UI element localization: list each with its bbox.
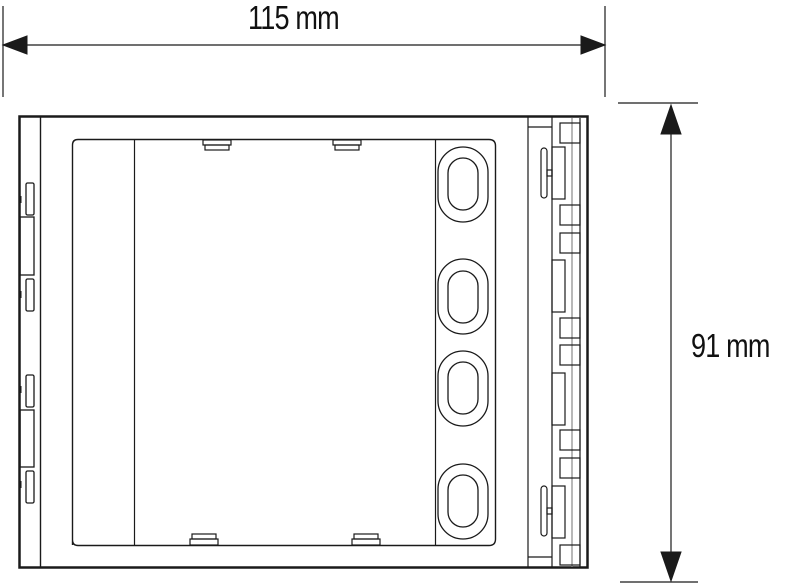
bottom-clips — [189, 533, 381, 546]
height-dimension — [618, 102, 698, 583]
arrow-left-icon — [1, 35, 28, 55]
arrow-down-icon — [660, 551, 682, 583]
call-button-1 — [437, 146, 489, 223]
arrow-right-icon — [580, 35, 607, 55]
right-rail — [527, 117, 581, 567]
width-label: 115 mm — [248, 0, 340, 36]
device-body — [18, 115, 589, 569]
call-button-3 — [437, 350, 489, 427]
left-clips-upper — [18, 182, 35, 312]
left-clips-lower — [18, 374, 35, 504]
call-button-2 — [437, 258, 489, 335]
outer-frame — [18, 115, 589, 569]
top-clips — [202, 139, 362, 151]
call-button-4 — [437, 463, 489, 540]
width-dimension — [1, 6, 607, 97]
height-label: 91 mm — [691, 327, 770, 364]
inner-panel — [71, 138, 497, 547]
arrow-up-icon — [660, 103, 682, 135]
